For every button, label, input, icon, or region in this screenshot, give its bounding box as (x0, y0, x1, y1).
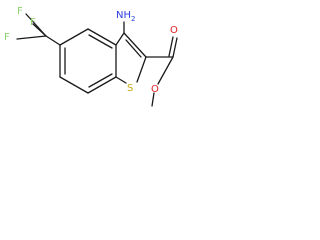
atom-labels: F F F NH2 S O O (4, 6, 178, 95)
bond-carbonyl-o-2 (168, 36, 174, 57)
amino-subscript: 2 (131, 15, 135, 23)
bond-benz-3 (87, 76, 117, 94)
bond-cf-2 (32, 23, 47, 37)
bond-benz-5 (87, 28, 117, 46)
bond-s-c7a (115, 76, 127, 84)
amino-nh: NH (116, 10, 131, 21)
bond-carbonyl-o-1 (172, 37, 178, 58)
bond-benz-6 (59, 28, 89, 46)
bond-carbonyl-ester-o (157, 56, 174, 85)
bond-cf-3 (16, 35, 47, 40)
bond-c3-c2 (123, 32, 147, 58)
bond-c3-c2-inner (125, 39, 142, 58)
fluorine-label-middle: F (4, 32, 10, 43)
bond-benz-2 (59, 76, 89, 94)
fluorine-label-upper-left: F (30, 17, 36, 28)
bond-ester-o-methyl (151, 92, 155, 107)
bond-benz-3-inner (88, 73, 113, 88)
carbonyl-oxygen-label: O (170, 25, 178, 36)
amino-label: NH2 (116, 10, 135, 23)
fluorine-label-top: F (17, 6, 23, 17)
bond-c-cf3 (45, 35, 61, 46)
ester-oxygen-label: O (151, 84, 159, 95)
sulfur-label: S (127, 83, 133, 94)
bond-benz-5-inner (88, 34, 113, 49)
bond-c2-s (136, 56, 147, 83)
bond-lines (16, 13, 178, 107)
bond-c3a-c3 (115, 32, 125, 46)
molecule-structure-diagram: F F F NH2 S O O (4, 6, 178, 107)
